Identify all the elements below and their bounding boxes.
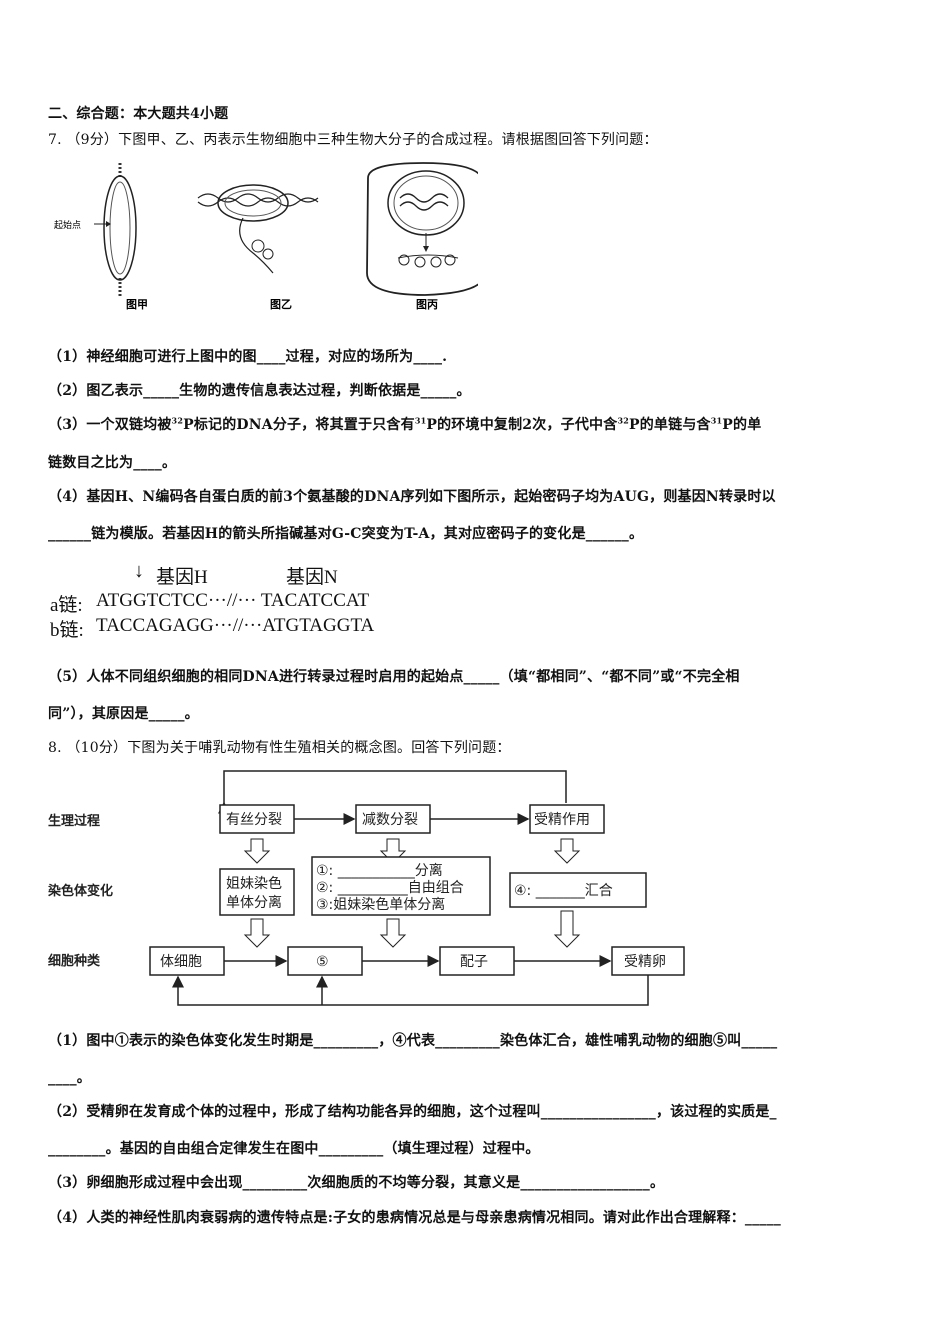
q8-part1-line1: （1）图中①表示的染色体变化发生时期是_________，④代表________… — [48, 1033, 778, 1049]
gene-n-label: 基因N — [286, 567, 338, 588]
q7-part4-line2: ______链为模版。若基因H的箭头所指碱基对G-C突变为T-A，其对应密码子的… — [48, 526, 644, 542]
q7-part2: （2）图乙表示_____生物的遗传信息表达过程，判断依据是_____。 — [48, 383, 471, 399]
q7-figures: 起始点 图甲 图乙 图丙 — [54, 162, 478, 311]
b-strand-seq: TACCAGAGG···//···ATGTAGGTA — [96, 615, 375, 636]
q7-p3-seg1: （3）一个双链均被 — [48, 417, 172, 433]
q7-stem: 7. （9分）下图甲、乙、丙表示生物细胞中三种生物大分子的合成过程。请根据图回答… — [48, 132, 658, 148]
box-five: ⑤ — [316, 954, 329, 970]
row-label-cell: 细胞种类 — [48, 953, 101, 969]
mutation-arrow: ↓ — [134, 560, 144, 582]
figure-yi-label: 图乙 — [270, 298, 292, 311]
figure-jia-label: 图甲 — [126, 298, 148, 311]
a-strand-label: a链: — [50, 595, 83, 616]
box-m2: ②: __________自由组合 — [316, 880, 464, 896]
q8-part4: （4）人类的神经性肌肉衰弱病的遗传特点是:子女的患病情况总是与母亲患病情况相同。… — [48, 1210, 781, 1226]
box-fertilization: 受精作用 — [534, 812, 590, 828]
q7-p3-seg5: P的单 — [722, 417, 762, 433]
box-meiosis: 减数分裂 — [362, 812, 418, 828]
q7-part5-line2: 同”），其原因是_____。 — [48, 706, 199, 722]
q8-part2-line1: （2）受精卵在发育成个体的过程中，形成了结构功能各异的细胞，这个过程叫_____… — [48, 1104, 777, 1120]
box-mitosis: 有丝分裂 — [226, 812, 282, 828]
box-m4: ④: _______汇合 — [514, 883, 613, 899]
q8-part1-line2: ____。 — [48, 1070, 91, 1086]
q7-p3-seg4: P的单链与含 — [629, 417, 711, 433]
box-m1: ①: ___________分离 — [316, 862, 443, 879]
box-sister-line2: 单体分离 — [226, 894, 282, 911]
q8-part3: （3）卵细胞形成过程中会出现_________次细胞质的不均等分裂，其意义是__… — [48, 1175, 665, 1191]
figure-yi: 图乙 — [197, 184, 319, 311]
concept-map: 生理过程 染色体变化 细胞种类 有丝分裂 减数分裂 受精作用 姐妹染色 单体分离… — [47, 770, 685, 1006]
q7-p3-seg3: P的环境中复制2次，子代中含 — [426, 417, 618, 433]
q7-part4-line1: （4）基因H、N编码各自蛋白质的前3个氨基酸的DNA序列如下图所示，起始密码子均… — [48, 489, 776, 505]
b-strand-label: b链: — [50, 620, 84, 641]
q7-part3-line1: （3）一个双链均被32P标记的DNA分子，将其置于只含有31P的环境中复制2次，… — [48, 414, 761, 434]
sup-31: 31 — [414, 415, 427, 426]
box-somatic: 体细胞 — [160, 954, 202, 970]
a-strand-seq: ATGGTCTCC···//··· TACATCCAT — [96, 590, 370, 611]
figure-bing-label: 图丙 — [416, 298, 438, 311]
origin-label: 起始点 — [54, 219, 81, 231]
q7-p3-seg2: P标记的DNA分子，将其置于只含有 — [183, 417, 415, 433]
q7-part1: （1）神经细胞可进行上图中的图____过程，对应的场所为____. — [48, 349, 448, 365]
box-zygote: 受精卵 — [624, 954, 666, 970]
row-label-process: 生理过程 — [48, 813, 100, 829]
sup-31-b: 31 — [710, 415, 723, 426]
section-title: 二、综合题：本大题共4小题 — [48, 106, 229, 122]
q8-part2-line2: ________。基因的自由组合定律发生在图中_________（填生理过程）过… — [48, 1141, 540, 1157]
dna-sequence-figure: ↓ 基因H 基因N a链: ATGGTCTCC···//··· TACATCCA… — [50, 560, 380, 641]
box-sister-line1: 姐妹染色 — [226, 875, 282, 892]
q8-stem: 8. （10分）下图为关于哺乳动物有性生殖相关的概念图。回答下列问题： — [48, 740, 511, 756]
q7-part5-line1: （5）人体不同组织细胞的相同DNA进行转录过程时启用的起始点_____（填“都相… — [48, 669, 740, 685]
box-m3: ③:姐妹染色单体分离 — [316, 896, 445, 913]
figure-bing: 图丙 — [366, 162, 478, 311]
q7-part3-line2: 链数目之比为____。 — [48, 455, 177, 471]
box-gamete: 配子 — [460, 954, 488, 970]
sup-32: 32 — [171, 415, 184, 426]
figure-jia: 起始点 图甲 — [54, 163, 148, 311]
sup-32-b: 32 — [617, 415, 629, 426]
gene-h-label: 基因H — [156, 567, 208, 588]
row-label-chromosome: 染色体变化 — [47, 883, 113, 899]
